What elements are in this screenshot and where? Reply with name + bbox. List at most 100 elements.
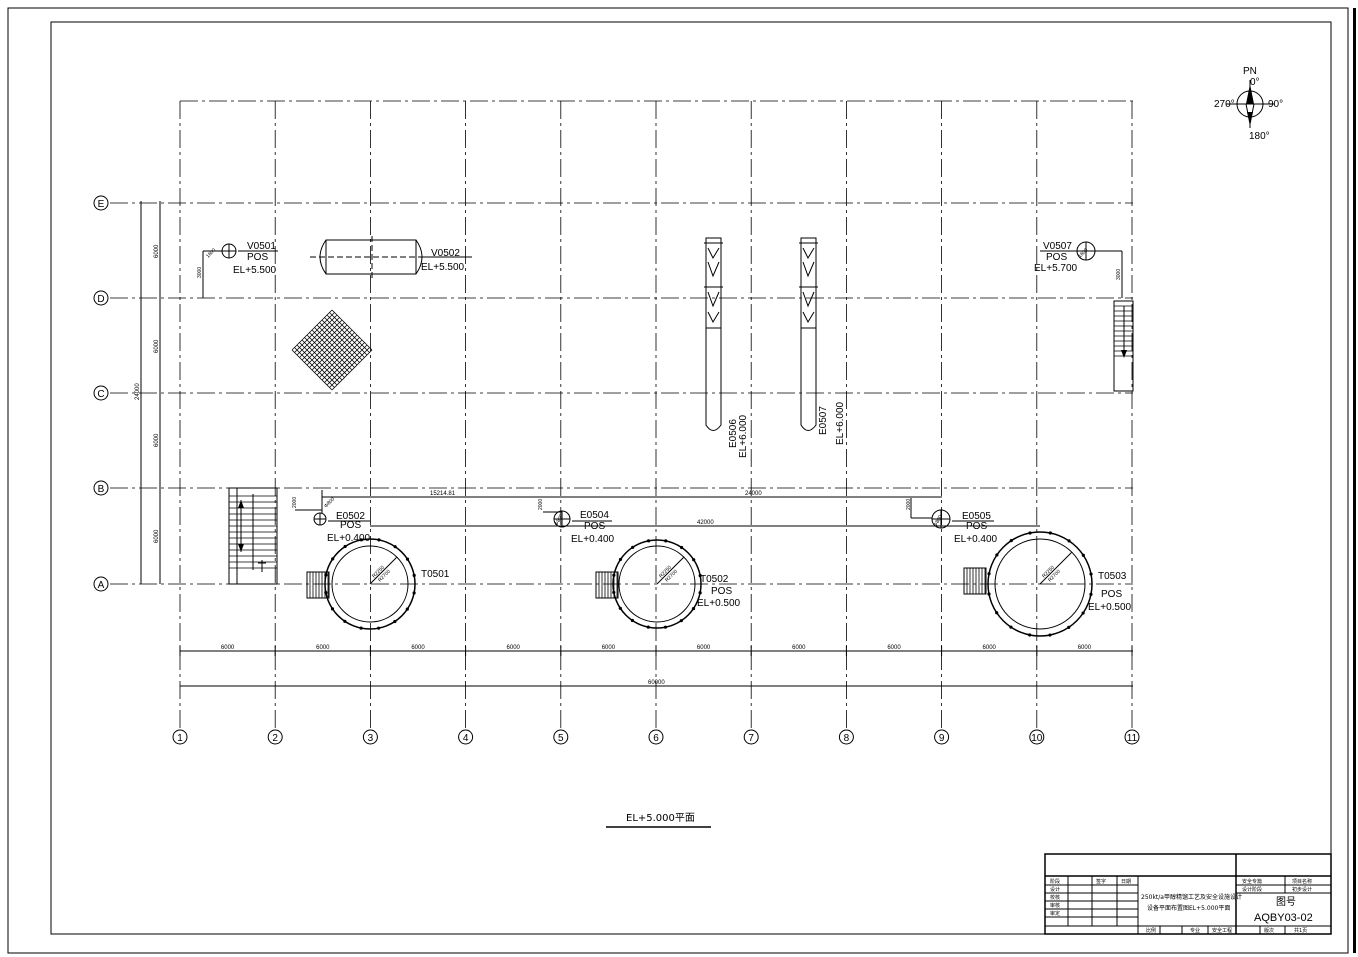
grid-bubble-col-8 [838,729,854,745]
tb-row-review: 审核 [1050,902,1060,909]
tb-row-approve: 审定 [1050,910,1060,917]
north-label: PN [1243,66,1257,77]
tb-discipline-value: 安全工程 [1212,927,1232,934]
tank-bolt [646,539,651,543]
tank-ladder [963,567,987,595]
dim-col-spacing: 6000 [697,645,711,651]
grid-label-col-10: 10 [1031,733,1043,744]
tb-stage: 安全专篇 [1242,878,1262,885]
hatch-line [314,332,355,373]
dim-row-dc: 6000 [154,339,160,353]
v0507-el: EL+5.700 [1034,263,1078,274]
t0501-tag: T0501 [421,569,450,580]
plan-title: EL+5.000平面 [606,813,711,828]
hatch-line [311,329,353,371]
equipment-v0502[interactable]: V0502 EL+5.500 [310,236,472,280]
hatch-line [319,322,360,363]
v0507-dia: 1600 [1077,247,1089,259]
tank-bolt [393,545,397,549]
north-e-angle: 90° [1268,99,1283,110]
grid-bubble-row-C [93,385,109,401]
dim-42000: 42000 [697,520,714,526]
tank-bolt [393,619,397,624]
tb-pages: 共1页 [1294,927,1307,934]
t0502-pos: POS [711,586,732,597]
tank-bolt [663,625,668,629]
e0505-dia: Φ800 [933,514,944,528]
e0504-dia: Φ800 [554,513,565,527]
equipment-v0507[interactable]: 1600 3000 V0507 POS EL+5.700 [1034,241,1123,298]
v0501-tag: V0501 [247,241,276,252]
grid-bubble-col-1 [172,729,188,745]
tb-discipline: 专业 [1190,927,1200,934]
equipment-e0507[interactable]: E0507 EL+6.000 [799,237,846,445]
tank-bolt [1048,531,1052,535]
grid-bubble-col-6 [648,729,664,745]
tank-bolt [1089,592,1093,596]
grid-label-row-D: D [97,294,104,305]
e0504-pos: POS [584,521,605,532]
tank-bolt [1048,633,1052,637]
equipment-e0502[interactable]: 2000 Φ800 E0502 POS EL+0.400 [292,490,371,544]
sheet-border [7,7,1349,954]
e0506-el: EL+6.000 [738,414,749,458]
grid-bubble-col-3 [362,729,378,745]
hatch-line [321,339,363,381]
hatch-line [326,344,368,386]
tank-bolt [679,619,683,623]
tb-col-sign: 签字 [1096,878,1106,885]
tb-col-stage: 阶段 [1050,878,1060,885]
e0507-tag: E0507 [818,406,829,435]
tb-version: 版次 [1264,927,1274,934]
equipment-e0504[interactable]: 2000 Φ800 E0504 POS EL+0.400 [538,499,615,545]
e0505-el: EL+0.400 [954,534,998,545]
tank-bolt [987,572,991,576]
e0507-el: EL+6.000 [835,401,846,445]
hatch-line [329,312,370,353]
floor-opening-hatch [291,309,373,391]
hatch-line [331,309,373,351]
tank-bolt [331,557,335,561]
t0503-tag: T0503 [1098,571,1127,582]
equipment-e0506[interactable]: E0506 EL+6.000 [704,237,749,458]
dim-col-spacing: 6000 [1078,645,1092,651]
hatch-line [329,347,370,388]
tb-project-name-label: 项目名称 [1292,878,1312,885]
tank-bolt [698,591,702,595]
tb-col-date: 日期 [1121,879,1131,885]
plan-title-text: EL+5.000平面 [626,813,695,824]
dim-col-spacing: 6000 [792,645,806,651]
tank-bolt [1028,531,1032,535]
tank-bolt [412,591,416,595]
grid-bubble-col-4 [458,729,474,745]
equipment-e0505[interactable]: 2000 Φ800 E0505 POS EL+0.400 [906,498,998,545]
e0506-tag: E0506 [728,419,739,448]
tb-scale: 比例 [1146,927,1156,934]
grid-label-col-3: 3 [368,733,374,744]
north-s-angle: 180° [1249,131,1270,142]
dim-total-width: 60000 [648,680,665,686]
tank-bolt [698,573,702,578]
tank-bolt [995,553,999,557]
equipment-v0501[interactable]: 1600 3000 V0501 POS EL+5.500 [197,241,278,298]
tb-drawing-no: AQBY03-02 [1254,912,1313,924]
tank-bolt [330,607,335,611]
radius-line [1039,552,1072,585]
tank-bolt [359,538,363,542]
vertical-dimensions: 24000 6000 6000 6000 6000 [135,201,161,584]
grid-label-col-6: 6 [653,733,659,744]
dim-row-cb: 6000 [154,433,160,447]
v0507-dim: 3000 [1116,269,1122,280]
grid-label-col-8: 8 [844,733,850,744]
tank-bolt [405,557,410,561]
v0502-tag: V0502 [431,248,460,259]
tank-bolt [646,625,650,629]
e0502-dim: 2000 [292,497,298,508]
dim-15214: 15214.81 [430,491,456,497]
hatch-line [331,349,373,391]
v0507-tag: V0507 [1043,241,1072,252]
hatch-line [319,337,360,378]
